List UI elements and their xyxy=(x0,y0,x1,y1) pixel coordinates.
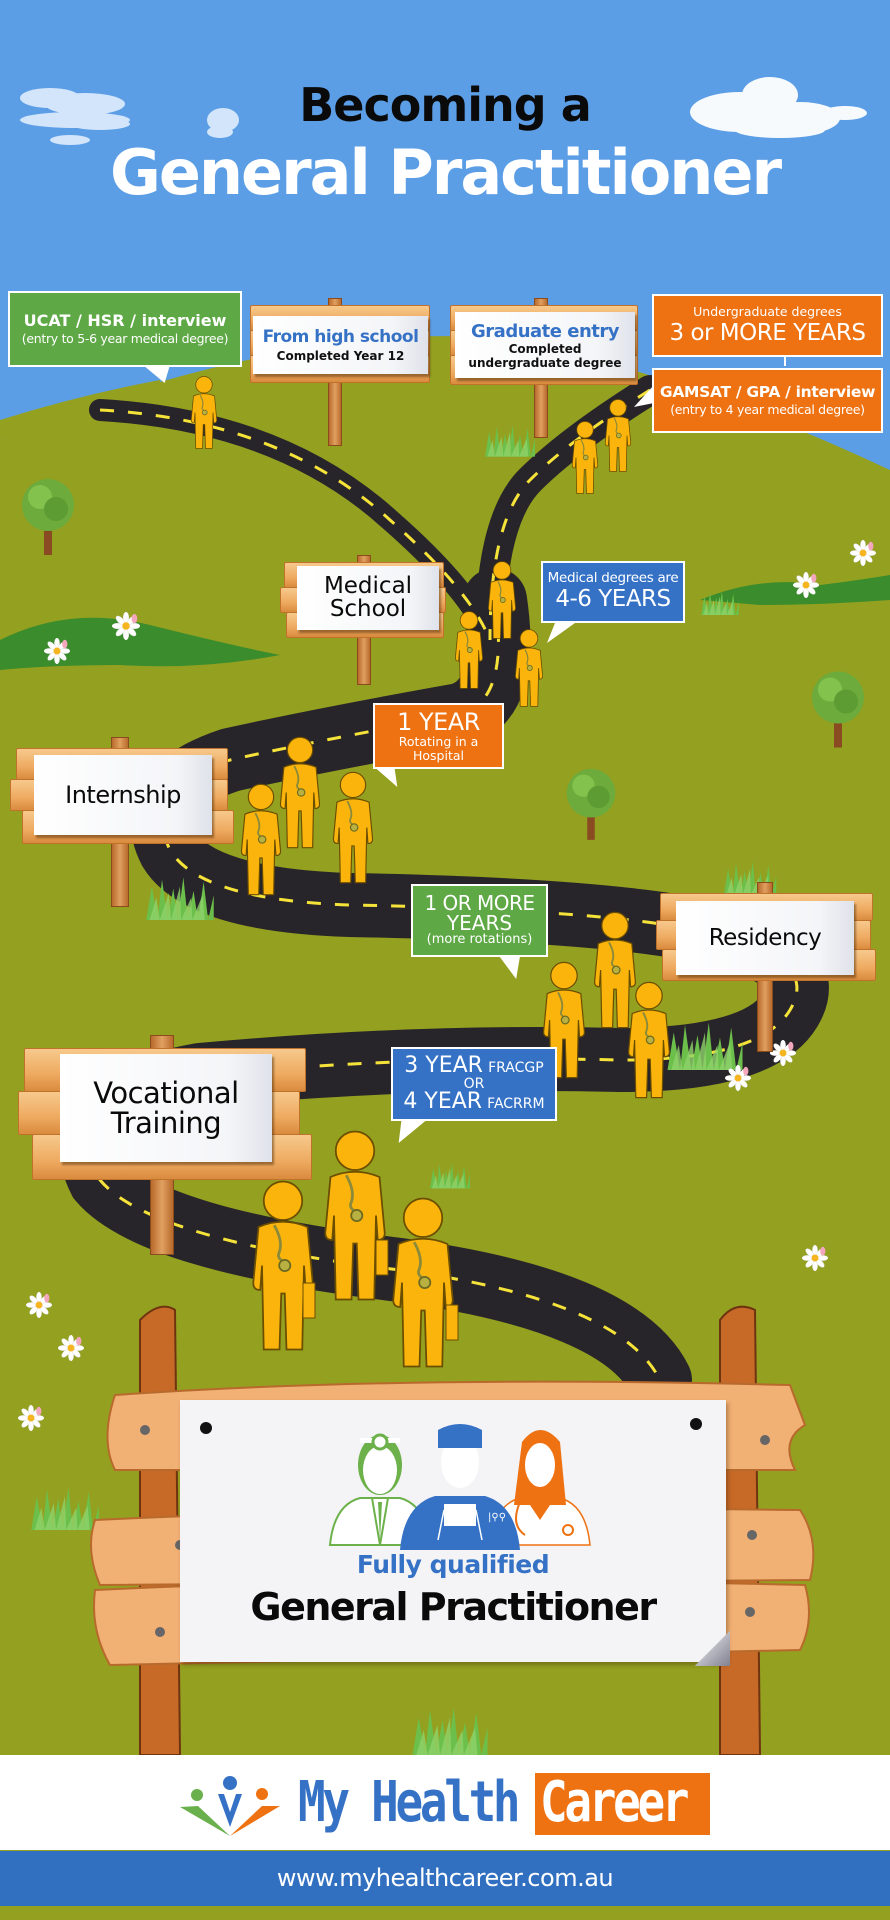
pin-icon xyxy=(200,1422,212,1434)
callout-voc-fracgp: FRACGP xyxy=(488,1060,544,1076)
brand-name-my-health: My Health xyxy=(298,1770,521,1835)
callout-undergrad-line2: 3 or MORE YEARS xyxy=(669,319,866,346)
footer-logo-bar xyxy=(0,1755,890,1850)
sign-graduate-subtitle-1: Completed xyxy=(508,341,582,356)
callout-residency-line2: YEARS xyxy=(446,911,513,936)
callout-undergrad-line1: Undergraduate degrees xyxy=(693,303,842,319)
page-curl xyxy=(694,1630,730,1666)
sign-high-school-subtitle: Completed Year 12 xyxy=(276,349,405,363)
callout-medical-line1: Medical degrees are xyxy=(547,570,679,587)
cloud-right xyxy=(690,77,867,138)
callout-gamsat-line2: (entry to 4 year medical degree) xyxy=(670,402,865,418)
page-title-line1: Becoming a xyxy=(299,78,592,132)
callout-voc-facrrm: FACRRM xyxy=(487,1096,545,1112)
pin-icon xyxy=(690,1418,702,1430)
sign-vocational-line1: Vocational xyxy=(93,1075,239,1110)
sign-vocational-line2: Training xyxy=(110,1106,222,1140)
doctors-group-icon: |⚲⚲ xyxy=(328,1424,591,1550)
callout-voc-or: OR xyxy=(463,1076,485,1092)
sign-internship-line1: Internship xyxy=(65,781,181,809)
svg-text:|⚲⚲: |⚲⚲ xyxy=(488,1512,506,1523)
sign-graduate-title: Graduate entry xyxy=(471,320,619,342)
sign-high-school-title: From high school xyxy=(262,327,419,347)
sign-medical-line1: Medical xyxy=(323,573,413,599)
page-title-line2: General Practitioner xyxy=(109,136,782,209)
footer-grass-strip xyxy=(0,1906,890,1920)
callout-residency-line3: (more rotations) xyxy=(426,932,533,948)
callout-voc-3-year: 3 YEAR xyxy=(404,1053,483,1078)
brand-name-career-box xyxy=(535,1773,710,1835)
sign-medical-line2: School xyxy=(329,596,407,622)
sign-residency-line1: Residency xyxy=(708,925,822,951)
brand-logo-icon xyxy=(180,1776,280,1836)
callout-medical-line2: 4-6 YEARS xyxy=(555,586,671,613)
callout-internship-line3: Hospital xyxy=(412,748,464,764)
sign-graduate-subtitle-2: undergraduate degree xyxy=(468,355,622,370)
callout-voc-4-year: 4 YEAR xyxy=(403,1089,483,1114)
callout-internship-line2: Rotating in a xyxy=(398,734,479,750)
final-subtitle: Fully qualified xyxy=(356,1550,550,1579)
final-sign-paper: |⚲⚲ Fully qualified General Practitioner xyxy=(180,1400,730,1666)
brand-name-career: Career xyxy=(540,1770,689,1835)
callout-gamsat-line1: GAMSAT / GPA / interview xyxy=(659,383,876,402)
callout-internship-line1: 1 YEAR xyxy=(397,708,480,737)
cloud-left xyxy=(20,88,130,145)
callout-ucat-line2: (entry to 5-6 year medical degree) xyxy=(21,331,229,347)
cloud-small xyxy=(207,108,239,138)
footer-url[interactable]: www.myhealthcareer.com.au xyxy=(0,1851,890,1906)
final-title: General Practitioner xyxy=(250,1585,657,1629)
callout-residency-line1: 1 OR MORE xyxy=(424,891,535,916)
callout-ucat-line1: UCAT / HSR / interview xyxy=(23,310,227,330)
